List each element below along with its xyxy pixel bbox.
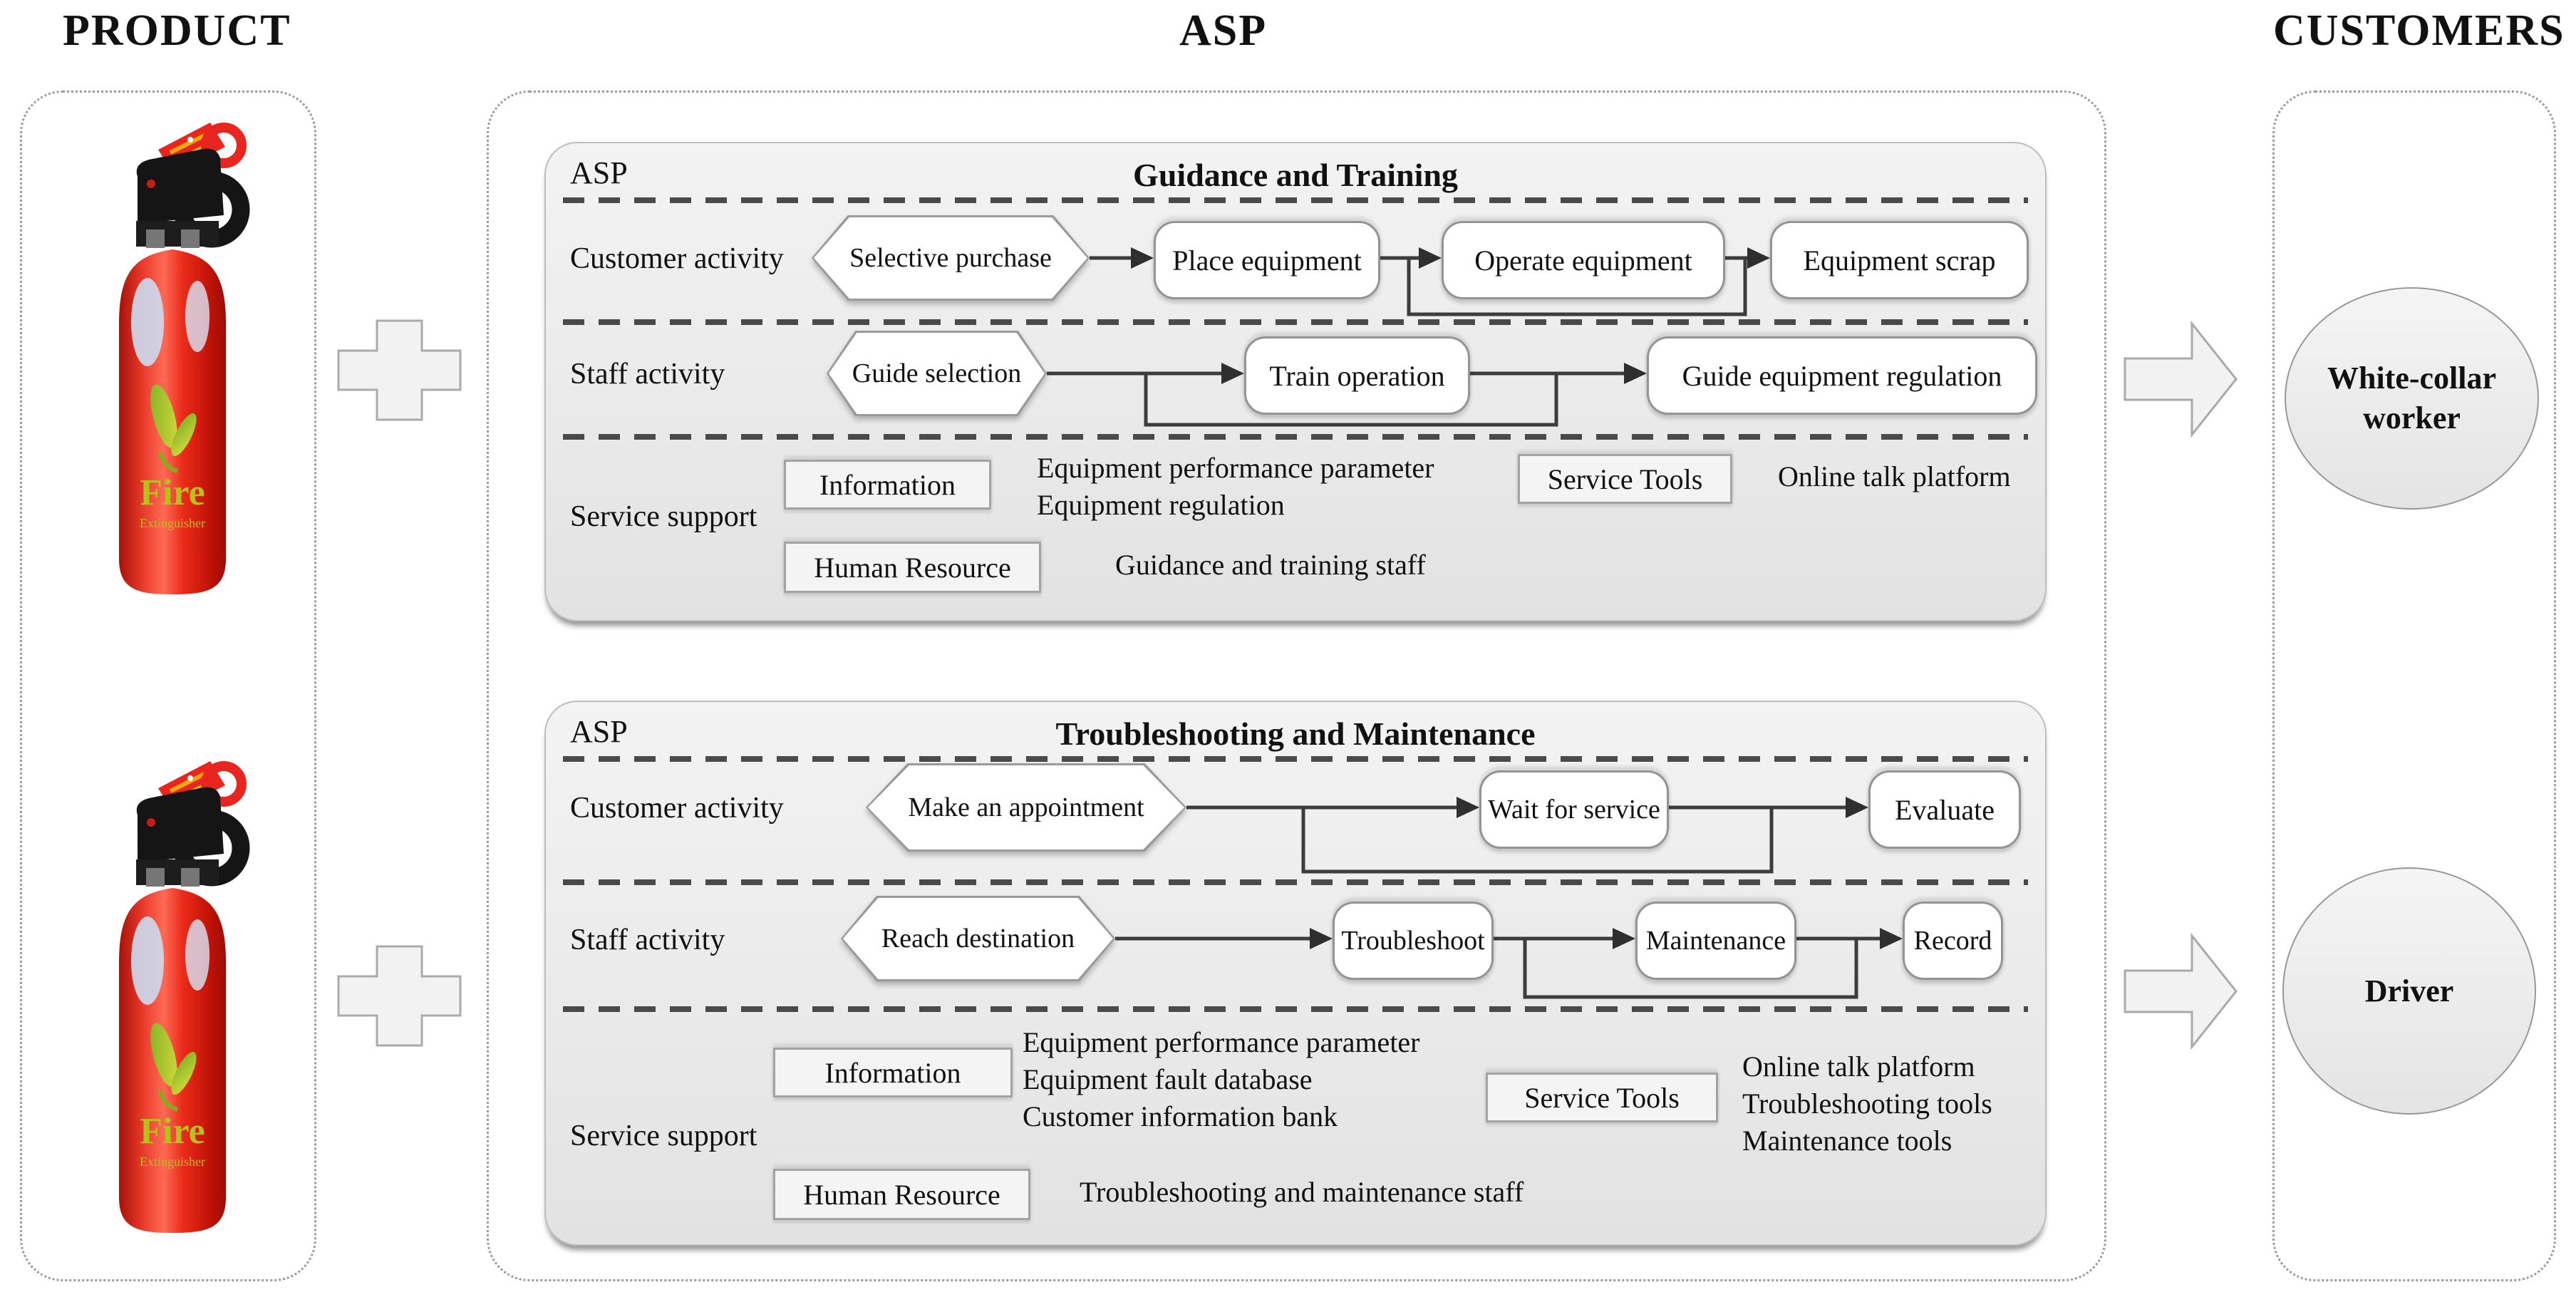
human-resource-item: Guidance and training staff — [1115, 549, 1426, 581]
information-item: Equipment fault database — [1023, 1063, 1313, 1095]
extinguisher-logo-text: Fire — [140, 472, 205, 513]
flow-node: Operate equipment — [1442, 221, 1725, 299]
human-resource-box: Human Resource — [773, 1169, 1030, 1220]
customer-driver: Driver — [2282, 867, 2536, 1115]
hexagon-node: Reach destination — [841, 896, 1115, 981]
flow-node-label: Guide selection — [829, 333, 1045, 414]
flow-node-label: Reach destination — [843, 898, 1113, 979]
flow-node: Place equipment — [1154, 221, 1380, 299]
plus-icon — [337, 319, 462, 421]
dashed-divider — [563, 756, 2028, 762]
service-tools-item: Troubleshooting tools — [1742, 1088, 1992, 1120]
hexagon-node: Selective purchase — [812, 215, 1090, 301]
dashed-divider — [563, 879, 2028, 885]
flow-node: Guide equipment regulation — [1647, 336, 2037, 415]
information-item: Equipment performance parameter — [1037, 452, 1434, 484]
flow-node: Evaluate — [1868, 770, 2021, 849]
extinguisher-logo-text: Fire — [140, 1111, 205, 1152]
information-item: Customer information bank — [1023, 1100, 1338, 1132]
flow-node: Wait for service — [1479, 770, 1669, 849]
staff-activity-label: Staff activity — [570, 924, 725, 956]
product-column-header: PRODUCT — [63, 6, 291, 55]
flow-node: Train operation — [1244, 336, 1470, 415]
dashed-divider — [563, 319, 2028, 325]
asp-column-header: ASP — [1179, 6, 1268, 55]
flow-node: Troubleshoot — [1333, 902, 1494, 980]
extinguisher-logo-subtext: Extinguisher — [140, 516, 205, 530]
information-box: Information — [784, 460, 991, 510]
human-resource-item: Troubleshooting and maintenance staff — [1080, 1176, 1524, 1208]
customer-activity-label: Customer activity — [570, 792, 784, 825]
flow-node: Equipment scrap — [1770, 221, 2029, 299]
flow-node-label: Selective purchase — [814, 217, 1087, 299]
plus-icon — [337, 945, 462, 1047]
flow-connectors — [1115, 797, 1903, 999]
extinguisher-body: Fire Extinguisher — [119, 249, 226, 594]
troubleshooting-maintenance-panel: ASP Troubleshooting and Maintenance — [544, 701, 2047, 1246]
arrow-right-icon — [2124, 320, 2238, 438]
panel-title: Troubleshooting and Maintenance — [1055, 716, 1536, 752]
hexagon-node: Make an appointment — [866, 763, 1186, 852]
asp-box: ASP Guidance and Training — [487, 91, 2106, 1281]
dashed-divider — [563, 434, 2028, 440]
service-tools-box: Service Tools — [1486, 1073, 1718, 1122]
flow-node: Maintenance — [1635, 902, 1796, 980]
service-support-label: Service support — [570, 500, 757, 533]
extinguisher-logo-subtext: Extinguisher — [140, 1155, 205, 1169]
panel-corner-label: ASP — [570, 714, 628, 749]
service-support-label: Service support — [570, 1120, 757, 1152]
fire-extinguisher-image: Fire Extinguisher — [119, 123, 250, 594]
product-box: Fire Extinguisher — [20, 91, 316, 1281]
extinguisher-body: Fire Extinguisher — [119, 888, 226, 1233]
information-item: Equipment performance parameter — [1023, 1026, 1420, 1058]
flow-node-label: Make an appointment — [868, 765, 1184, 849]
service-tools-item: Online talk platform — [1742, 1050, 1975, 1083]
information-box: Information — [773, 1048, 1013, 1097]
customer-white-collar-worker: White-collar worker — [2285, 287, 2539, 510]
guidance-training-panel: ASP Guidance and Training — [544, 142, 2047, 621]
hexagon-node: Guide selection — [827, 331, 1047, 416]
customer-activity-label: Customer activity — [570, 242, 784, 275]
service-tools-item: Maintenance tools — [1742, 1125, 1952, 1157]
information-item: Equipment regulation — [1037, 489, 1285, 521]
extinguisher-head — [136, 148, 250, 248]
service-tools-box: Service Tools — [1518, 454, 1732, 504]
dashed-divider — [563, 197, 2028, 203]
panel-corner-label: ASP — [570, 155, 628, 190]
service-tools-item: Online talk platform — [1778, 460, 2011, 492]
human-resource-box: Human Resource — [784, 542, 1041, 593]
dashed-divider — [563, 1006, 2028, 1012]
flow-node: Record — [1903, 902, 2003, 980]
extinguisher-head — [136, 787, 250, 887]
panel-title: Guidance and Training — [1133, 157, 1458, 193]
customers-column-header: CUSTOMERS — [2273, 6, 2565, 55]
customers-box: White-collar worker Driver — [2272, 91, 2556, 1281]
staff-activity-label: Staff activity — [570, 358, 725, 391]
arrow-right-icon — [2124, 932, 2238, 1050]
fire-extinguisher-image: Fire Extinguisher — [119, 761, 250, 1233]
